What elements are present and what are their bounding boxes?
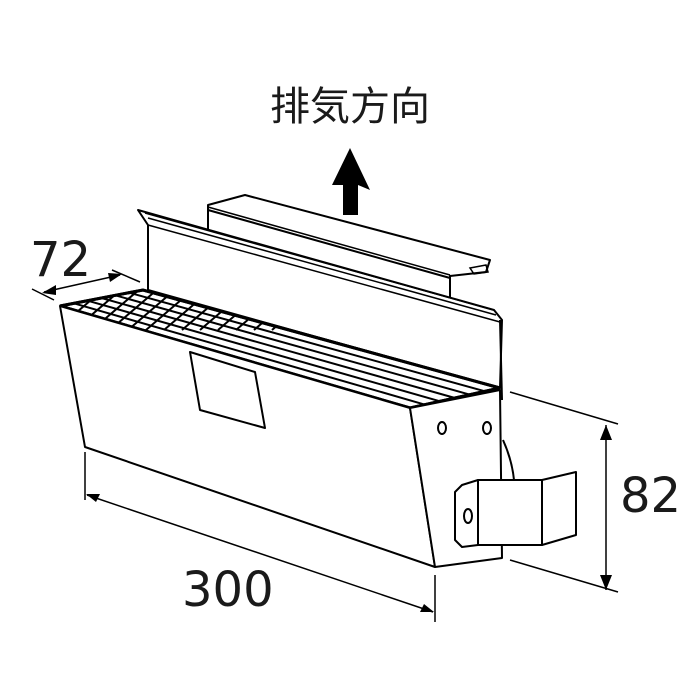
dimension-width: 300 [84, 452, 436, 622]
arrow-up-icon [332, 148, 370, 215]
label-plate [189, 351, 266, 429]
mesh-line [524, 270, 594, 330]
width-dimension-label: 300 [182, 562, 274, 618]
back-wall [137, 209, 503, 401]
mesh-line [101, 297, 456, 399]
height-dimension-label: 82 [620, 468, 681, 524]
depth-dimension-label: 72 [30, 232, 91, 288]
mesh-line [127, 290, 199, 331]
mesh-line [73, 302, 426, 406]
exhaust-direction-label: 排気方向 [270, 84, 430, 130]
mesh-line [87, 299, 441, 403]
mesh-line [506, 270, 576, 330]
mesh-line [560, 270, 630, 330]
mesh-line [109, 290, 181, 331]
mesh-line [115, 294, 471, 396]
dimension-height: 82 [509, 391, 681, 593]
mesh-line [578, 270, 648, 330]
dimension-depth: 72 [30, 232, 141, 301]
mesh-line [542, 270, 612, 330]
mounting-bracket [454, 471, 577, 548]
